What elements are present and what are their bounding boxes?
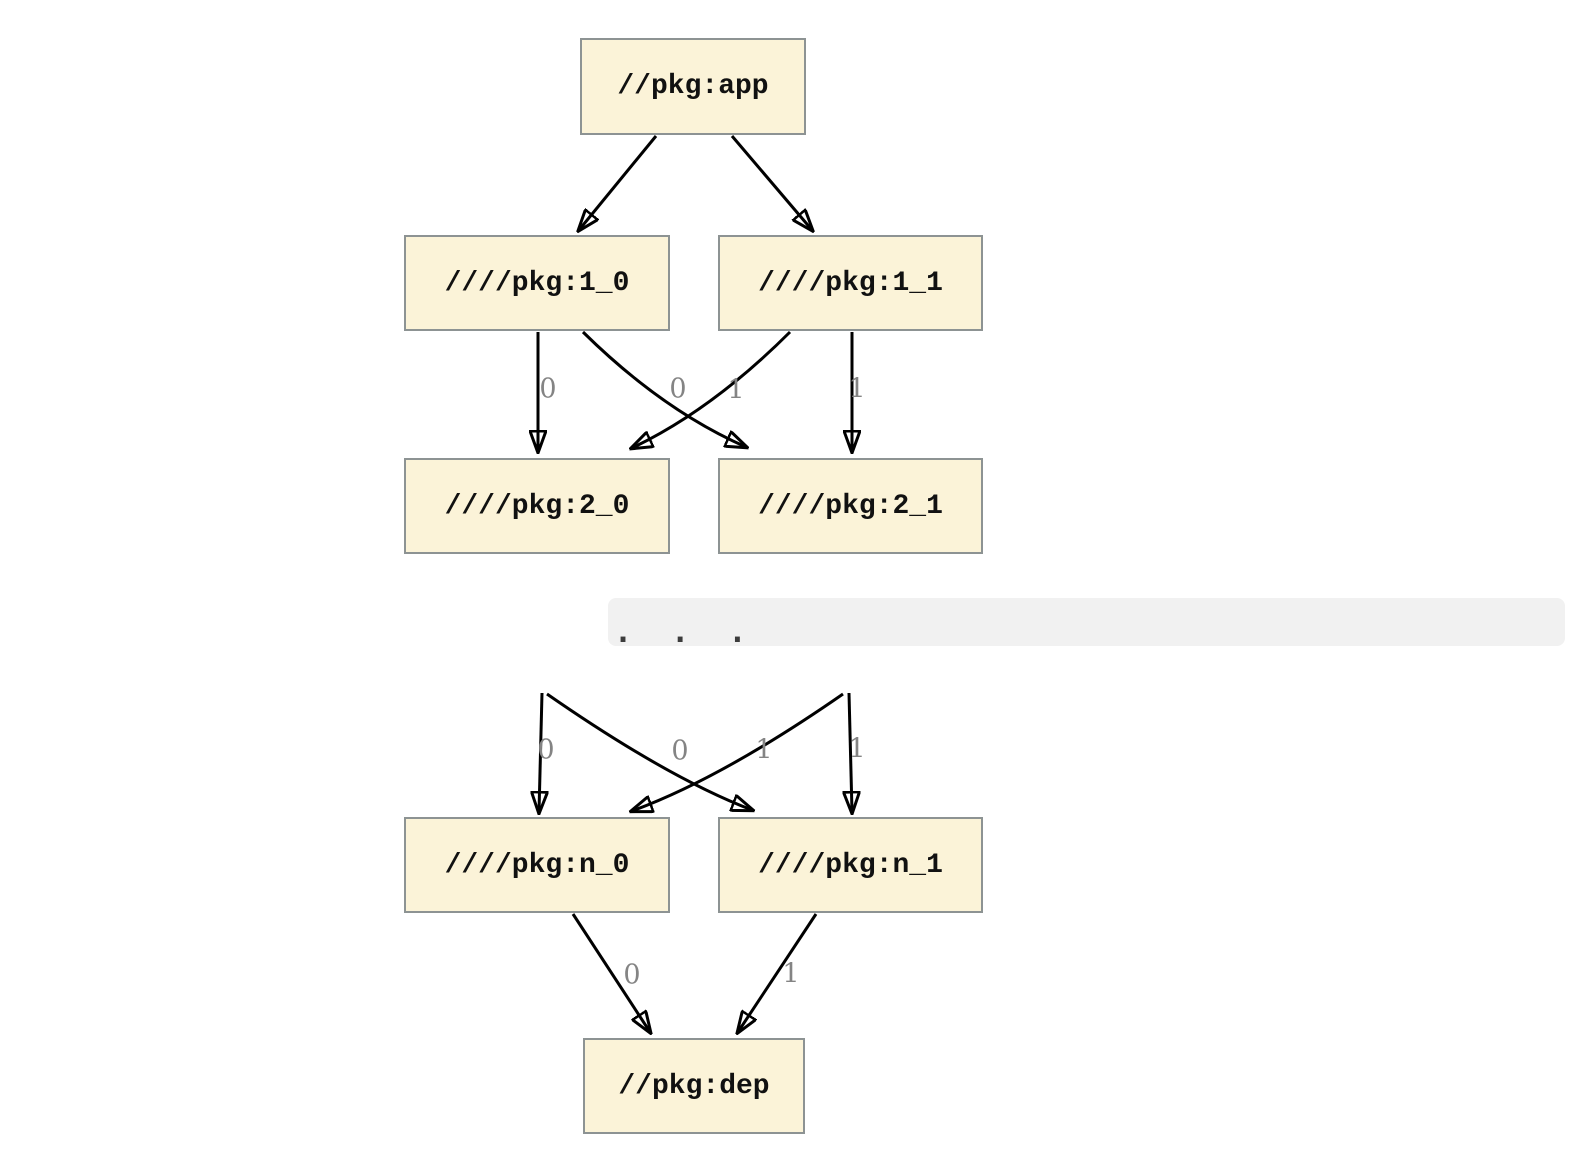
graph-node-2_0: ////pkg:2_0 bbox=[404, 458, 670, 554]
edge-label-cross-to-n_0: 0 bbox=[671, 735, 689, 767]
edge-label-1_1-to-2_1: 1 bbox=[848, 373, 866, 405]
graph-node-2_1: ////pkg:2_1 bbox=[718, 458, 983, 554]
edge-label-cross-to-n_1: 1 bbox=[755, 734, 773, 766]
edge-dots-to-n_0 bbox=[539, 692, 542, 812]
graph-node-n_0: ////pkg:n_0 bbox=[404, 817, 670, 913]
edge-label-dots-to-n_1: 1 bbox=[848, 733, 866, 765]
edge-app-to-1_0 bbox=[579, 135, 658, 230]
graph-node-n_1: ////pkg:n_1 bbox=[718, 817, 983, 913]
edge-label-n_1-to-dep: 1 bbox=[782, 958, 800, 990]
edge-app-to-1_1 bbox=[730, 135, 812, 230]
graph-node-1_1: ////pkg:1_1 bbox=[718, 235, 983, 331]
continuation-band: . . . bbox=[608, 598, 1565, 650]
edge-label-dots-to-n_0: 0 bbox=[537, 734, 555, 766]
edge-label-1_1-to-2_0: 0 bbox=[669, 373, 687, 405]
graph-node-1_0: ////pkg:1_0 bbox=[404, 235, 670, 331]
ellipsis-dots: . . . bbox=[614, 615, 748, 650]
edge-1_1-to-2_0 bbox=[632, 330, 792, 448]
edge-label-n_0-to-dep: 0 bbox=[623, 959, 641, 991]
graph-node-app: //pkg:app bbox=[580, 38, 806, 135]
edge-dots-to-n_1 bbox=[849, 692, 852, 812]
edge-cross-to-n_0 bbox=[632, 692, 844, 811]
graph-node-dep: //pkg:dep bbox=[583, 1038, 805, 1134]
edge-n_1-to-dep bbox=[738, 913, 818, 1032]
edge-label-1_0-to-2_0: 0 bbox=[539, 373, 557, 405]
edge-cross-to-n_1 bbox=[546, 692, 752, 810]
edge-1_0-to-2_1 bbox=[581, 330, 746, 447]
edge-label-1_0-to-2_1: 1 bbox=[727, 374, 745, 406]
edge-n_0-to-dep bbox=[571, 913, 650, 1032]
